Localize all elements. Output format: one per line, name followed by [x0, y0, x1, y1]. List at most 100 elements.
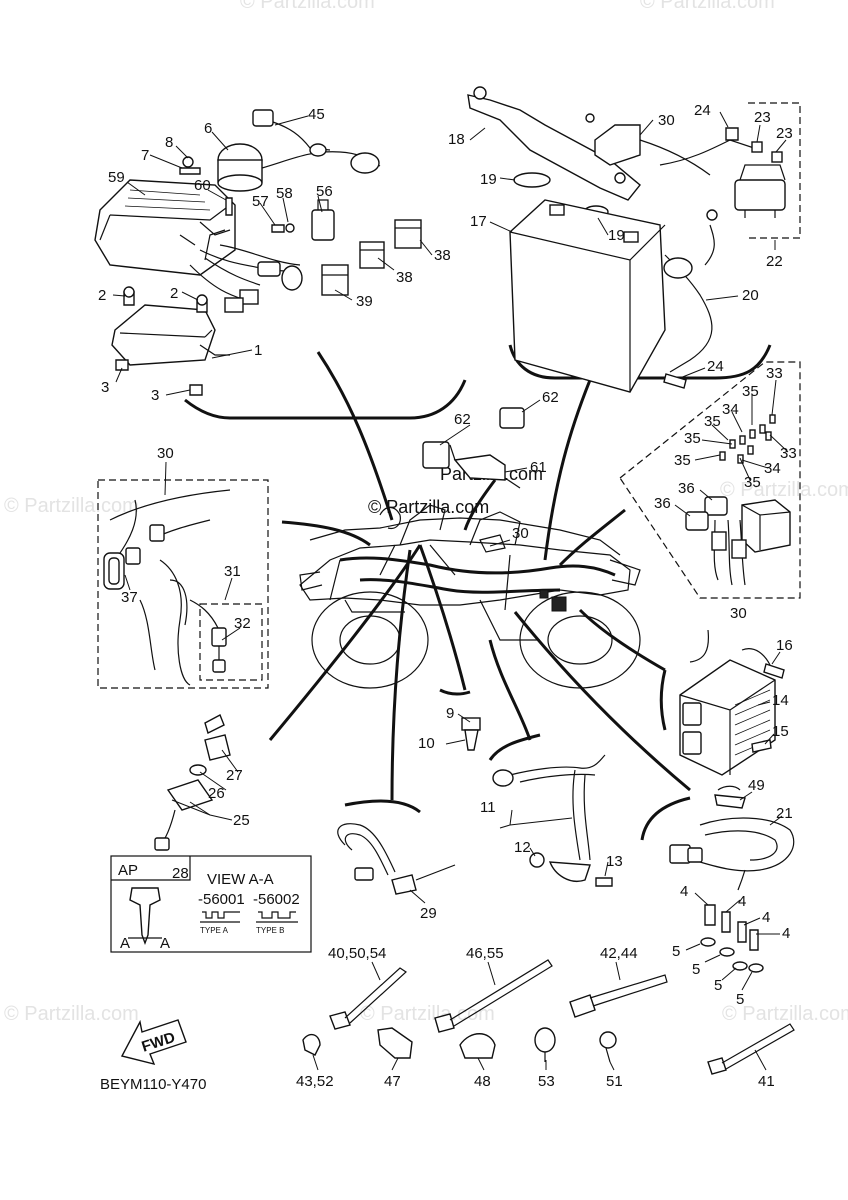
type-a: TYPE A — [200, 926, 229, 935]
callout-10: 10 — [418, 735, 435, 752]
callout-59: 59 — [108, 169, 125, 186]
callout-numbers: 45 6 8 7 59 60 56 58 57 38 38 39 2 2 1 3… — [98, 102, 797, 1090]
callout-39: 39 — [356, 293, 373, 310]
callout-2: 2 — [170, 285, 178, 302]
callout-13: 13 — [606, 853, 623, 870]
callout-57: 57 — [252, 193, 269, 210]
callout-19: 19 — [480, 171, 497, 188]
callout-30: 30 — [512, 525, 529, 542]
callout-26: 26 — [208, 785, 225, 802]
callout-36: 36 — [678, 480, 695, 497]
callout-23: 23 — [776, 125, 793, 142]
callout-4: 4 — [680, 883, 688, 900]
callout-32: 32 — [234, 615, 251, 632]
callout-30: 30 — [730, 605, 747, 622]
callout-3: 3 — [151, 387, 159, 404]
group-leader-lines — [268, 351, 691, 801]
callout-30: 30 — [157, 445, 174, 462]
callout-6: 6 — [204, 120, 212, 137]
watermark: © Partzilla.com — [240, 0, 375, 13]
callout-33: 33 — [780, 445, 797, 462]
callout-28: 28 — [172, 865, 189, 882]
fuse-block — [741, 499, 791, 553]
callout-53: 53 — [538, 1073, 555, 1090]
ignition-coil — [217, 143, 381, 192]
battery — [509, 199, 666, 393]
ecu-unit — [94, 179, 236, 276]
callout-60: 60 — [194, 177, 211, 194]
callout-48: 48 — [474, 1073, 491, 1090]
callout-14: 14 — [772, 692, 789, 709]
callout-38: 38 — [396, 269, 413, 286]
callout-5: 5 — [672, 943, 680, 960]
callout-3: 3 — [101, 379, 109, 396]
watermark: © Partzilla.com — [4, 1003, 139, 1025]
callout-62: 62 — [454, 411, 471, 428]
view-title: VIEW A-A — [207, 871, 274, 888]
callout-16: 16 — [776, 637, 793, 654]
callout-38: 38 — [434, 247, 451, 264]
callout-62: 62 — [542, 389, 559, 406]
callout-15: 15 — [772, 723, 789, 740]
callout-35: 35 — [704, 413, 721, 430]
callout-8: 8 — [165, 134, 173, 151]
diagram-code: BEYM110-Y470 — [100, 1076, 206, 1093]
group-relays-62 — [422, 407, 525, 489]
callout-56: 56 — [316, 183, 333, 200]
callout-25: 25 — [233, 812, 250, 829]
callout-1: 1 — [254, 342, 262, 359]
callout-24: 24 — [694, 102, 711, 119]
callout-35: 35 — [674, 452, 691, 469]
watermark-center: © Partzilla.com — [368, 497, 489, 517]
group-clamps-ties — [302, 959, 795, 1075]
rectifier-regulator — [679, 659, 776, 776]
key-view-box: AP 28 VIEW A-A -56001 -56002 TYPE A TYPE… — [110, 855, 312, 953]
callout-4: 4 — [782, 925, 790, 942]
callout-31: 31 — [224, 563, 241, 580]
relay-56 — [311, 199, 335, 241]
callout-21: 21 — [776, 805, 793, 822]
section-a-left: A — [120, 935, 130, 952]
callout-5: 5 — [692, 961, 700, 978]
ap-label: AP — [118, 862, 138, 879]
callout-17: 17 — [470, 213, 487, 230]
callout-18: 18 — [448, 131, 465, 148]
callout-11: 11 — [480, 799, 496, 816]
callout-2: 2 — [98, 287, 106, 304]
atv-vehicle-illustration: © Partzilla.com Partzilla.com — [299, 464, 641, 689]
callout-23: 23 — [754, 109, 771, 126]
callout-5: 5 — [736, 991, 744, 1008]
callout-5: 5 — [714, 977, 722, 994]
callout-42-44: 42,44 — [600, 945, 638, 962]
starter-relay — [734, 164, 786, 218]
callout-35: 35 — [744, 474, 761, 491]
watermark: © Partzilla.com — [722, 1003, 848, 1025]
callout-37: 37 — [121, 589, 138, 606]
callout-51: 51 — [606, 1073, 623, 1090]
group-rectifier — [659, 629, 785, 776]
callout-47: 47 — [384, 1073, 401, 1090]
callout-43-52: 43,52 — [296, 1073, 334, 1090]
fwd-arrow: FWD — [120, 1019, 187, 1066]
callout-40-50-54: 40,50,54 — [328, 945, 386, 962]
type-b: TYPE B — [256, 926, 284, 935]
callout-4: 4 — [762, 909, 770, 926]
group-ecu-coil-relays — [94, 109, 467, 420]
watermark: © Partzilla.com — [720, 479, 848, 501]
callout-34: 34 — [722, 401, 739, 418]
callout-61: 61 — [530, 459, 547, 476]
callout-49: 49 — [748, 777, 765, 794]
callout-20: 20 — [742, 287, 759, 304]
callout-9: 9 — [446, 705, 454, 722]
watermark: © Partzilla.com — [640, 0, 775, 13]
code-a: -56001 — [198, 891, 245, 908]
callout-leaders — [112, 111, 789, 1071]
callout-29: 29 — [420, 905, 437, 922]
callout-36: 36 — [654, 495, 671, 512]
callout-35: 35 — [684, 430, 701, 447]
callout-4: 4 — [738, 893, 746, 910]
callout-34: 34 — [764, 460, 781, 477]
callout-7: 7 — [141, 147, 149, 164]
watermark: © Partzilla.com — [360, 1003, 495, 1025]
callout-41: 41 — [758, 1073, 775, 1090]
